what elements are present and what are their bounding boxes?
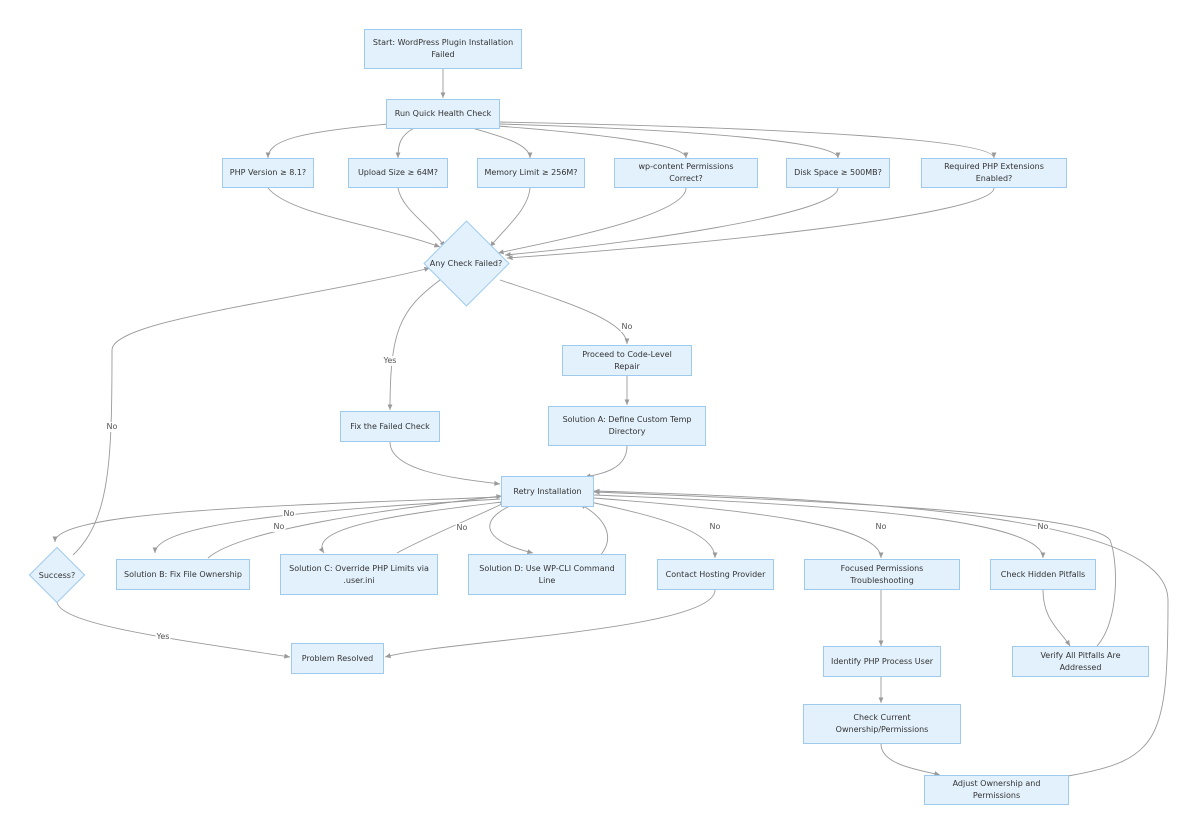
edge-failed-repair (499, 279, 630, 345)
start-node: Start: WordPress Plugin Installation Fai… (364, 29, 522, 69)
edge-ext-failed (506, 187, 995, 261)
edge-retry-contact (589, 501, 718, 559)
edge-success-resolved (56, 601, 291, 659)
edge-health-memory (471, 127, 533, 159)
edge-check-adjust (880, 743, 941, 777)
php-version-node: PHP Version ≥ 8.1? (222, 158, 314, 188)
edge-pitfalls-verify (1042, 589, 1071, 647)
any-check-failed-decision: Any Check Failed? (422, 219, 510, 307)
php-extensions-node: Required PHP Extensions Enabled? (921, 158, 1067, 188)
solution-d-node: Solution D: Use WP-CLI Command Line (468, 554, 626, 595)
adjust-ownership-node: Adjust Ownership and Permissions (924, 775, 1069, 805)
fix-failed-check-node: Fix the Failed Check (340, 411, 440, 442)
edge-success-anyfailed (72, 266, 431, 556)
edge-label-no-solution-d: No (455, 523, 469, 533)
edge-label-no-left: No (105, 422, 119, 432)
edge-solutionc-retry (396, 501, 507, 554)
edge-label-no-contact: No (708, 522, 722, 532)
edge-label-no-pitfalls: No (1036, 522, 1050, 532)
code-level-repair-node: Proceed to Code-Level Repair (562, 345, 692, 376)
edge-retry-solutionc (318, 501, 503, 554)
edge-health-disk (499, 123, 841, 159)
success-label: Success? (38, 570, 76, 580)
edge-retry-pitfalls (593, 494, 1046, 559)
check-hidden-pitfalls-node: Check Hidden Pitfalls (990, 559, 1096, 590)
memory-limit-node: Memory Limit ≥ 256M? (477, 158, 585, 188)
health-check-node: Run Quick Health Check (386, 99, 500, 129)
identify-php-user-node: Identify PHP Process User (823, 646, 941, 677)
edge-label-no-solution-b: No (282, 509, 296, 519)
verify-pitfalls-node: Verify All Pitfalls Are Addressed (1012, 646, 1149, 677)
edge-disk-failed (504, 187, 839, 258)
edge-solutiona-retry (584, 445, 628, 479)
any-check-failed-label: Any Check Failed? (429, 258, 503, 268)
edge-verify-retry (593, 489, 1116, 647)
check-ownership-node: Check Current Ownership/Permissions (803, 704, 961, 744)
success-decision: Success? (28, 546, 86, 604)
edge-contact-resolved (384, 589, 716, 659)
edge-memory-failed (489, 187, 531, 248)
edge-fix-retry (389, 441, 501, 486)
edge-retry-focused (593, 497, 884, 559)
edge-wpcontent-failed (497, 187, 687, 255)
solution-a-node: Solution A: Define Custom Temp Directory (548, 406, 706, 446)
edge-label-yes-fix: Yes (382, 356, 398, 366)
edge-retry-solutiond (489, 505, 534, 555)
edge-upload-failed (397, 187, 446, 248)
edge-label-no-repair: No (620, 322, 634, 332)
edge-health-ext (499, 121, 997, 159)
edge-adjust-retry (593, 488, 1169, 777)
edge-php-failed (267, 187, 441, 248)
edge-retry-success (52, 496, 501, 543)
wp-content-permissions-node: wp-content Permissions Correct? (614, 158, 758, 188)
edge-solutiond-retry (579, 503, 609, 559)
edge-solutionb-retry (207, 494, 503, 559)
solution-b-node: Solution B: Fix File Ownership (116, 559, 250, 590)
edge-health-php (265, 123, 389, 159)
edge-label-no-focused: No (874, 522, 888, 532)
edge-health-upload (395, 127, 415, 159)
disk-space-node: Disk Space ≥ 500MB? (786, 158, 890, 188)
retry-installation-node: Retry Installation (501, 476, 594, 507)
upload-size-node: Upload Size ≥ 64M? (348, 158, 448, 188)
focused-permissions-node: Focused Permissions Troubleshooting (804, 559, 960, 590)
edge-label-no-solution-c: No (272, 522, 286, 532)
edge-health-wpcontent (497, 125, 689, 159)
solution-c-node: Solution C: Override PHP Limits via .use… (280, 554, 438, 595)
edge-label-yes-resolved: Yes (155, 632, 171, 642)
problem-resolved-node: Problem Resolved (291, 643, 384, 674)
edge-retry-solutionb (152, 498, 501, 554)
contact-hosting-node: Contact Hosting Provider (657, 559, 774, 590)
edge-failed-fix (387, 279, 441, 411)
